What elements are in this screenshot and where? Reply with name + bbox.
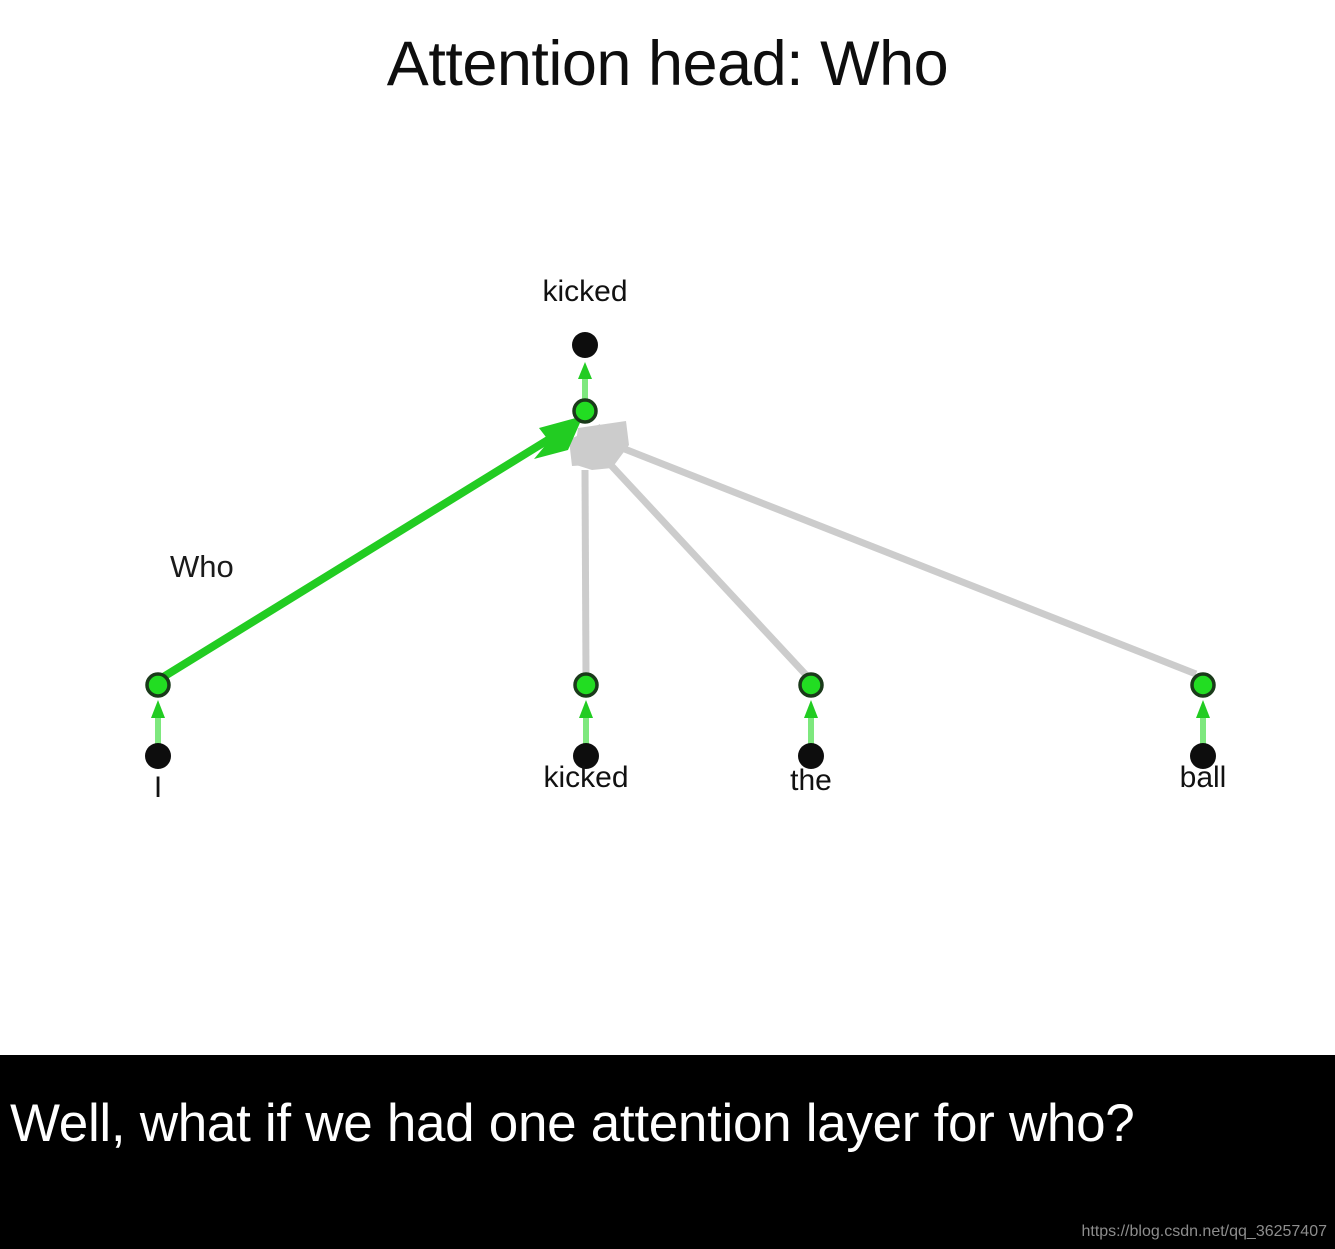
token-dot-kicked bbox=[573, 743, 599, 769]
attention-edge-ball bbox=[615, 442, 1198, 678]
node-label-kicked: kicked bbox=[543, 761, 629, 794]
page-title: Attention head: Who bbox=[386, 29, 949, 99]
token-dot-the bbox=[798, 743, 824, 769]
state-node-output-kicked[interactable] bbox=[572, 398, 598, 424]
state-arrowhead-i bbox=[151, 700, 165, 718]
state-node-i[interactable] bbox=[145, 672, 171, 698]
input-node-group-i bbox=[145, 672, 171, 769]
token-to-state-arrows bbox=[151, 362, 1210, 748]
attention-edge-kicked bbox=[581, 469, 590, 679]
node-label-ball: ball bbox=[1179, 761, 1227, 794]
watermark-url: https://blog.csdn.net/qq_36257407 bbox=[1081, 1223, 1327, 1240]
input-node-group-ball bbox=[1190, 672, 1216, 769]
state-arrowhead-ball bbox=[1196, 700, 1210, 718]
state-arrowhead-output-kicked bbox=[578, 362, 592, 379]
state-node-the[interactable] bbox=[798, 672, 824, 698]
attention-edge-i-shaft bbox=[156, 431, 560, 683]
output-node-group bbox=[572, 332, 598, 424]
attention-diagram: kicked Who I kicked the ball bbox=[145, 275, 1227, 804]
state-node-ball[interactable] bbox=[1190, 672, 1216, 698]
state-arrowhead-the bbox=[804, 700, 818, 718]
input-node-group-the bbox=[798, 672, 824, 769]
token-dot-i bbox=[145, 743, 171, 769]
state-node-kicked[interactable] bbox=[573, 672, 599, 698]
node-label-i: I bbox=[153, 771, 163, 804]
node-label-the: the bbox=[790, 764, 832, 797]
state-arrowhead-kicked bbox=[579, 700, 593, 718]
caption-bar: Well, what if we had one attention layer… bbox=[0, 1055, 1335, 1249]
attention-edge-the bbox=[605, 459, 810, 679]
active-attention-edge-who bbox=[156, 416, 583, 683]
token-dot-output-kicked bbox=[572, 332, 598, 358]
attention-graph-svg bbox=[145, 332, 1216, 769]
gray-arrowhead-left-wing bbox=[569, 424, 606, 466]
node-label-output-kicked: kicked bbox=[542, 275, 628, 308]
token-dot-ball bbox=[1190, 743, 1216, 769]
inactive-attention-edges bbox=[569, 421, 1198, 679]
attention-edge-label-who: Who bbox=[170, 549, 234, 584]
caption-text: Well, what if we had one attention layer… bbox=[10, 1094, 1135, 1153]
input-node-group-kicked bbox=[573, 672, 599, 769]
attention-edge-i-arrowhead bbox=[534, 416, 583, 459]
